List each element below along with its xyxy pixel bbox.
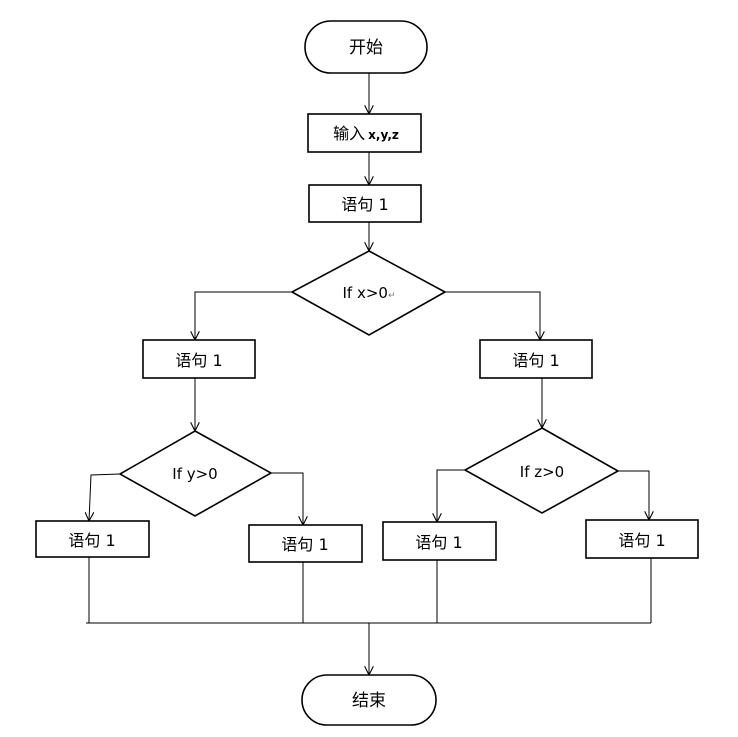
stmt-ll-box: 语句 1 bbox=[35, 520, 150, 558]
stmt-top-label: 语句 1 bbox=[341, 195, 388, 214]
decision-y: If y>0 bbox=[118, 430, 273, 517]
stmt-rl-box: 语句 1 bbox=[382, 521, 497, 561]
start-label: 开始 bbox=[349, 38, 383, 58]
stmt-right-box: 语句 1 bbox=[479, 339, 593, 379]
arrow-cond-z-left bbox=[437, 469, 465, 522]
decision-x-text: If x>0 bbox=[342, 284, 387, 302]
start-terminal: 开始 bbox=[304, 20, 428, 74]
arrow-cond-z-right bbox=[618, 470, 649, 520]
arrow-cond-y-right bbox=[271, 472, 303, 525]
decision-x-label: If x>0↵ bbox=[342, 284, 395, 302]
arrow-cond-x-left bbox=[195, 291, 292, 340]
arrow-cond-y-left bbox=[89, 473, 121, 521]
decision-x: If x>0↵ bbox=[290, 250, 447, 336]
arrow-cond-x-right bbox=[445, 291, 540, 340]
stmt-rr-box: 语句 1 bbox=[585, 519, 699, 559]
stmt-left-label: 语句 1 bbox=[175, 351, 222, 370]
stmt-rr-label: 语句 1 bbox=[618, 531, 665, 550]
stmt-left-box: 语句 1 bbox=[142, 339, 256, 379]
return-mark-icon: ↵ bbox=[388, 291, 396, 301]
stmt-right-label: 语句 1 bbox=[512, 351, 559, 370]
stmt-top-box: 语句 1 bbox=[308, 184, 422, 223]
end-label: 结束 bbox=[352, 691, 386, 711]
end-terminal: 结束 bbox=[301, 674, 437, 726]
decision-z-label: If z>0 bbox=[520, 463, 564, 481]
stmt-rl-label: 语句 1 bbox=[415, 533, 462, 552]
decision-z: If z>0 bbox=[463, 427, 620, 514]
input-prefix: 输入 bbox=[333, 124, 365, 143]
connectors bbox=[86, 73, 651, 675]
stmt-lr-box: 语句 1 bbox=[248, 524, 363, 563]
stmt-ll-label: 语句 1 bbox=[68, 531, 115, 550]
input-vars: x,y,z bbox=[368, 128, 399, 142]
decision-y-label: If y>0 bbox=[172, 465, 217, 483]
stmt-lr-label: 语句 1 bbox=[281, 535, 328, 554]
